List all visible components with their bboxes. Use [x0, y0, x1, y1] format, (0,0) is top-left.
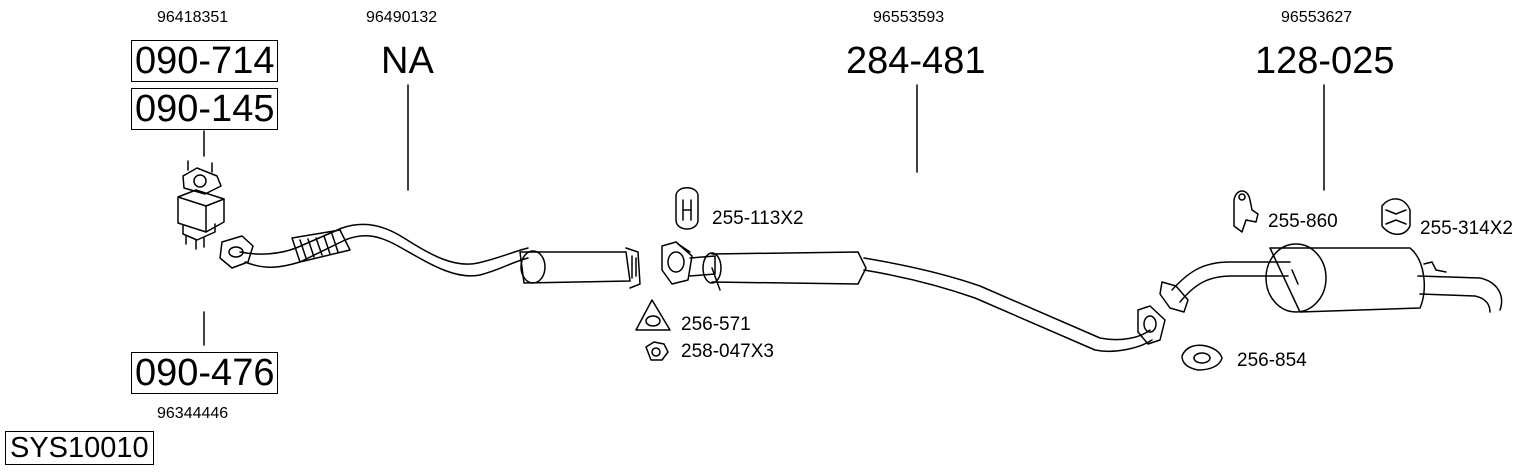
front-silencer-drawing	[519, 247, 641, 289]
part-number-middle-silencer[interactable]: 284-481	[846, 40, 986, 82]
accessory-label-rubber-mount-rear[interactable]: 255-860	[1268, 211, 1338, 232]
rear-silencer-drawing	[1137, 243, 1503, 345]
rubber-mount-end-icon	[1381, 198, 1411, 235]
part-number-rear-silencer[interactable]: 128-025	[1255, 40, 1395, 82]
part-number-front-pipe[interactable]: NA	[381, 40, 434, 82]
rubber-mount-mid-icon	[675, 187, 699, 230]
accessory-label-nut[interactable]: 258-047X3	[681, 341, 774, 362]
part-number-catalyst-b[interactable]: 090-145	[131, 88, 279, 130]
part-number-catalyst-a[interactable]: 090-714	[131, 40, 279, 82]
part-number-catalyst-c[interactable]: 090-476	[131, 352, 279, 394]
oe-number-rear-silencer: 96553627	[1281, 9, 1353, 26]
oe-number-front-pipe: 96490132	[366, 9, 438, 26]
accessory-label-rubber-mount-end[interactable]: 255-314X2	[1420, 218, 1513, 239]
gasket-front-icon	[635, 299, 671, 331]
accessory-label-gasket-front[interactable]: 256-571	[681, 314, 751, 335]
rubber-mount-rear-icon	[1233, 190, 1259, 233]
oe-number-middle-silencer: 96553593	[873, 9, 945, 26]
system-code-label: SYS10010	[5, 431, 154, 465]
oe-number-catalyst-a: 96418351	[157, 9, 229, 26]
accessory-label-rubber-mount-mid[interactable]: 255-113X2	[712, 208, 804, 229]
oe-number-catalyst-c: 96344446	[157, 405, 229, 422]
accessory-label-gasket-rear[interactable]: 256-854	[1237, 350, 1307, 371]
middle-silencer-drawing	[661, 241, 1153, 352]
gasket-rear-icon	[1181, 344, 1223, 371]
nut-icon	[645, 341, 669, 361]
catalytic-converter-drawing	[177, 160, 225, 250]
front-pipe-drawing	[219, 223, 529, 277]
